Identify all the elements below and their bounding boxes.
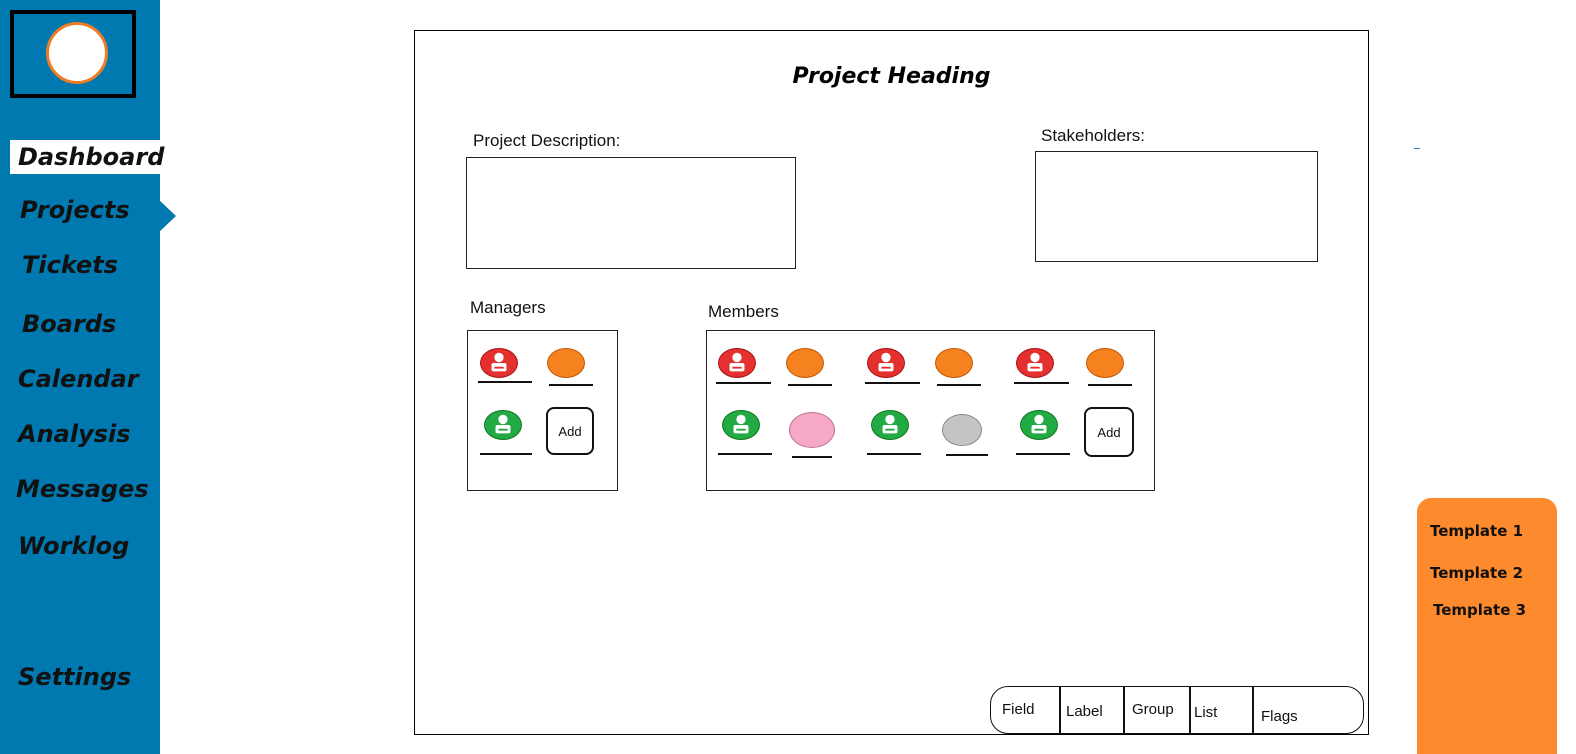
manager-avatar-user-icon[interactable] [480,348,518,378]
tab-field[interactable]: Field [1002,701,1035,718]
member-name-line [937,384,981,386]
manager-name-line [480,453,532,455]
members-panel [706,330,1155,491]
stakeholders-input[interactable] [1035,151,1318,262]
member-name-line [792,456,832,458]
member-avatar-user-icon[interactable] [1020,410,1058,440]
tab-list[interactable]: List [1194,704,1218,721]
member-avatar-icon[interactable] [789,412,835,448]
member-name-line [788,384,832,386]
sidebar-item-calendar[interactable]: Calendar [18,365,139,393]
manager-name-line [478,381,532,383]
tab-divider [1123,687,1125,733]
logo-circle-icon [46,22,108,84]
template-item-2[interactable]: Template 2 [1430,564,1524,582]
sidebar-item-analysis[interactable]: Analysis [18,420,131,448]
member-name-line [718,453,772,455]
sidebar-item-projects[interactable]: Projects [20,196,130,224]
add-manager-button[interactable]: Add [546,407,594,455]
sidebar-item-dashboard[interactable]: Dashboard [18,143,165,171]
member-avatar-icon[interactable] [786,348,824,378]
tab-divider [1059,687,1061,733]
member-avatar-icon[interactable] [935,348,973,378]
member-avatar-icon[interactable] [942,414,982,446]
member-name-line [865,382,920,384]
tab-divider [1252,687,1254,733]
manager-name-line [549,384,593,386]
description-input[interactable] [466,157,796,269]
member-avatar-user-icon[interactable] [871,410,909,440]
sidebar-item-tickets[interactable]: Tickets [22,251,118,279]
member-name-line [946,454,988,456]
active-indicator-arrow-icon [158,199,176,233]
member-name-line [1088,384,1132,386]
sidebar-item-worklog[interactable]: Worklog [18,532,130,560]
member-name-line [867,453,921,455]
tab-divider [1189,687,1191,733]
template-item-3[interactable]: Template 3 [1433,601,1527,619]
member-name-line [716,382,771,384]
stray-mark [1414,148,1420,149]
field-tab-strip [990,686,1364,734]
sidebar [0,0,160,754]
manager-avatar-icon[interactable] [547,348,585,378]
page-title: Project Heading [792,64,991,89]
sidebar-item-messages[interactable]: Messages [16,475,149,503]
member-avatar-user-icon[interactable] [718,348,756,378]
member-avatar-user-icon[interactable] [1016,348,1054,378]
description-label: Project Description: [473,131,621,150]
member-name-line [1014,382,1069,384]
member-avatar-user-icon[interactable] [722,410,760,440]
member-avatar-icon[interactable] [1086,348,1124,378]
manager-avatar-user-icon[interactable] [484,410,522,440]
add-member-button[interactable]: Add [1084,407,1134,457]
template-panel [1417,498,1557,754]
logo[interactable] [10,10,136,98]
tab-group[interactable]: Group [1132,701,1174,718]
sidebar-item-boards[interactable]: Boards [22,310,117,338]
members-label: Members [708,302,779,321]
managers-label: Managers [470,298,546,317]
template-item-1[interactable]: Template 1 [1430,522,1524,540]
tab-label[interactable]: Label [1066,703,1103,720]
tab-flags[interactable]: Flags [1261,708,1298,725]
member-name-line [1016,453,1070,455]
member-avatar-user-icon[interactable] [867,348,905,378]
stakeholders-label: Stakeholders: [1041,126,1145,145]
sidebar-item-settings[interactable]: Settings [18,663,132,691]
dashboard-highlight [10,140,160,174]
